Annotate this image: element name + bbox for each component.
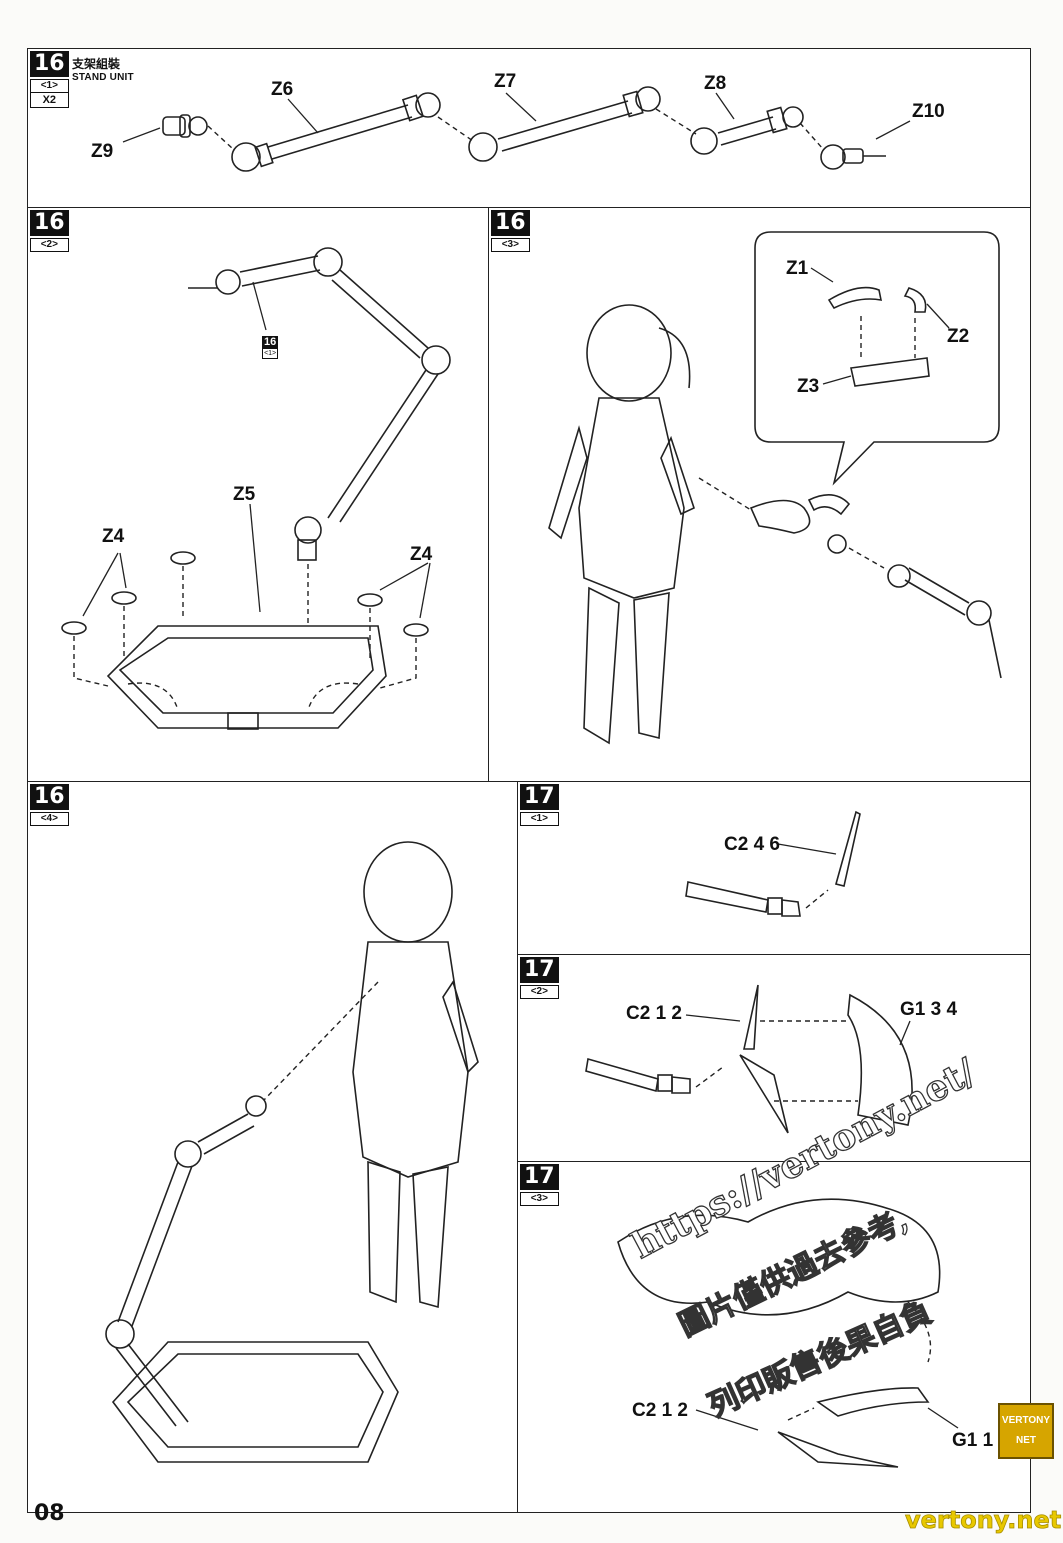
stand-assembly [105, 1095, 399, 1463]
label-g1: G1 1 2 [952, 1430, 1010, 1451]
step-number: 16 [30, 210, 69, 236]
label-z9: Z9 [91, 141, 114, 162]
step-substep: <3> [520, 1192, 559, 1206]
base-plate [106, 625, 387, 730]
step-badge: 16 <4> [30, 784, 69, 826]
kunai-hand-diagram [685, 810, 861, 917]
step-multiplier: X2 [30, 93, 69, 108]
part-z8 [690, 106, 804, 155]
step-substep: <1> [30, 79, 69, 93]
section-title: 支架組裝 STAND UNIT [72, 55, 134, 83]
effect-assembly-diagram [617, 1198, 959, 1468]
panel-16-1: 16 <1> X2 支架組裝 STAND UNIT [27, 48, 1031, 208]
label-z5: Z5 [233, 484, 256, 505]
label-z4-right: Z4 [410, 544, 433, 565]
ref-step-number: 16 [262, 336, 279, 348]
panel-17-1: 17 <1> C2 4 6 [517, 781, 1031, 955]
panel-16-4: 16 <4> [27, 781, 518, 1513]
part-z9 [162, 114, 208, 138]
step-badge: 17 <2> [520, 957, 559, 999]
step-number: 16 [30, 51, 69, 77]
label-c2: C2 4 6 [724, 834, 780, 855]
label-c2: C2 1 2 [626, 1003, 682, 1024]
label-z8: Z8 [704, 73, 727, 94]
step-substep: <3> [491, 238, 530, 252]
step-number: 16 [491, 210, 530, 236]
ref-step-badge: 16 <1> [262, 336, 279, 359]
detail-callout [754, 231, 1000, 486]
label-z4-left: Z4 [102, 526, 125, 547]
panel-17-2: 17 <2> C2 1 2 G1 3 4 [517, 954, 1031, 1162]
panel-17-3: 17 <3> C2 1 2 G1 1 2 [517, 1161, 1031, 1513]
stand-base-diagram [61, 247, 451, 730]
step-substep: <2> [30, 238, 69, 252]
label-z7: Z7 [494, 71, 517, 92]
section-title-en: STAND UNIT [72, 72, 134, 83]
step-number: 17 [520, 1164, 559, 1190]
step-number: 17 [520, 784, 559, 810]
panel-16-2: 16 <2> [27, 207, 489, 782]
part-z10 [820, 144, 886, 170]
step-badge: 17 <3> [520, 1164, 559, 1206]
label-z6: Z6 [271, 79, 294, 100]
step-badge: 16 <2> [30, 210, 69, 252]
mounted-figure-diagram [105, 841, 479, 1463]
label-c2: C2 1 2 [632, 1400, 688, 1421]
ref-step-sub: <1> [262, 348, 279, 359]
site-url: vertony.net [905, 1506, 1062, 1535]
step-number: 16 [30, 784, 69, 810]
section-title-cn: 支架組裝 [72, 57, 121, 71]
part-z7 [468, 86, 661, 162]
step-number: 17 [520, 957, 559, 983]
step-badge: 17 <1> [520, 784, 559, 826]
step-badge: 16 <1> X2 [30, 51, 69, 108]
assembled-arm [188, 247, 451, 561]
label-z1: Z1 [786, 258, 809, 279]
label-z10: Z10 [912, 101, 945, 122]
label-z3: Z3 [797, 376, 820, 397]
part-z6 [231, 92, 441, 172]
step-substep: <4> [30, 812, 69, 826]
page-number: 08 [34, 1501, 65, 1526]
step-substep: <2> [520, 985, 559, 999]
step-substep: <1> [520, 812, 559, 826]
figure-mount-diagram [548, 231, 1002, 745]
site-logo-badge: VERTONY NET [998, 1403, 1054, 1459]
blade-assembly-diagram [585, 984, 913, 1134]
stand-arm-diagram [122, 86, 911, 172]
panel-16-3: 16 <3> [488, 207, 1031, 782]
figure-silhouette [352, 841, 479, 1309]
z4-washers [61, 551, 429, 637]
label-z2: Z2 [947, 326, 970, 347]
label-g1: G1 3 4 [900, 999, 958, 1020]
figure-silhouette [548, 304, 695, 745]
step-badge: 16 <3> [491, 210, 530, 252]
